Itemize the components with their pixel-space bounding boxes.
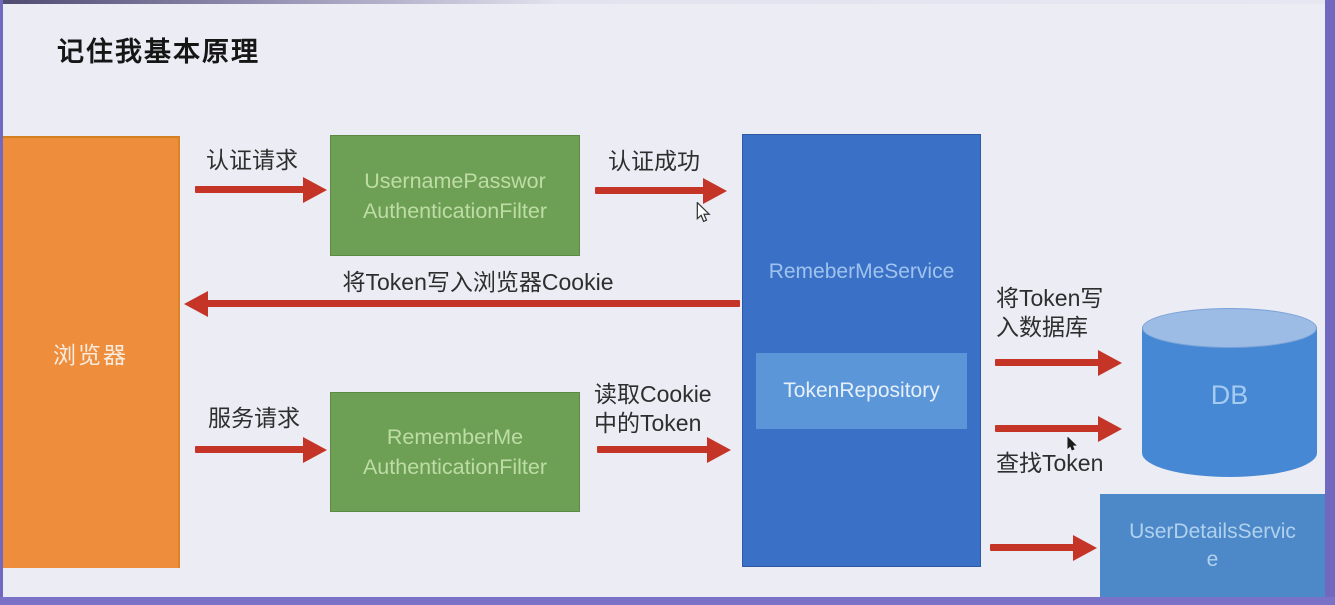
frame-right-edge [1325,0,1335,605]
db-cylinder-body [1142,327,1317,477]
arrow-head [1073,535,1097,561]
node-user-details-service: UserDetailsServic e [1100,494,1325,597]
edge-label-read-cookie: 读取Cookie 中的Token [594,380,744,438]
node-username-password-filter: UsernamePasswor AuthenticationFilter [330,135,580,256]
node-token-repository-label: TokenRepository [783,379,940,402]
arrow-line [990,544,1076,551]
secondary-cursor-icon [1067,437,1077,451]
arrow-line [995,359,1100,366]
node-remember-me-filter: RememberMe AuthenticationFilter [330,392,580,512]
node-username-password-filter-line1: UsernamePasswor [364,168,546,193]
mouse-cursor-icon [696,202,711,223]
node-user-details-service-line2: e [1206,547,1219,571]
node-remember-me-filter-line2: AuthenticationFilter [362,455,548,479]
arrow-head [1098,350,1122,376]
page-title: 记住我基本原理 [57,37,260,67]
arrow-head [303,177,327,203]
edge-label-read-cookie-line2: 中的Token [594,410,702,436]
arrow-line [195,186,305,193]
node-remember-me-service: RemeberMeService TokenRepository [742,134,981,567]
arrow-head [184,291,208,317]
edge-label-write-db-line1: 将Token写 [996,285,1104,311]
node-remember-me-service-label: RemeberMeService [768,260,955,283]
edge-label-write-cookie: 将Token写入浏览器Cookie [342,269,614,295]
node-remember-me-filter-line1: RememberMe [386,425,524,449]
edge-label-find-token: 查找Token [996,450,1104,476]
frame-bottom-edge [0,597,1335,605]
edge-label-read-cookie-line1: 读取Cookie [594,381,712,407]
edge-label-service-request: 服务请求 [208,405,300,431]
node-browser: 浏览器 [3,136,180,568]
node-browser-label: 浏览器 [53,342,128,368]
arrow-line [595,187,705,194]
node-username-password-filter-line2: AuthenticationFilter [362,198,548,223]
arrow-line [597,446,709,453]
arrow-head [1098,416,1122,442]
edge-label-write-db-line2: 入数据库 [996,314,1088,340]
arrow-head [707,437,731,463]
edge-label-write-db: 将Token写 入数据库 [996,284,1136,342]
node-token-repository: TokenRepository [756,353,967,429]
frame-left-edge [0,0,3,605]
arrow-head [303,437,327,463]
arrow-line [195,446,305,453]
db-cylinder-top [1142,308,1317,348]
arrow-line [206,300,740,307]
arrow-line [995,425,1100,432]
node-db: DB [1142,308,1317,477]
node-user-details-service-line1: UserDetailsServic [1129,519,1296,543]
node-db-label: DB [1210,380,1249,410]
edge-label-auth-success: 认证成功 [608,148,700,174]
frame-top-edge [0,0,1335,4]
edge-label-auth-request: 认证请求 [206,147,298,173]
arrow-head [703,178,727,204]
